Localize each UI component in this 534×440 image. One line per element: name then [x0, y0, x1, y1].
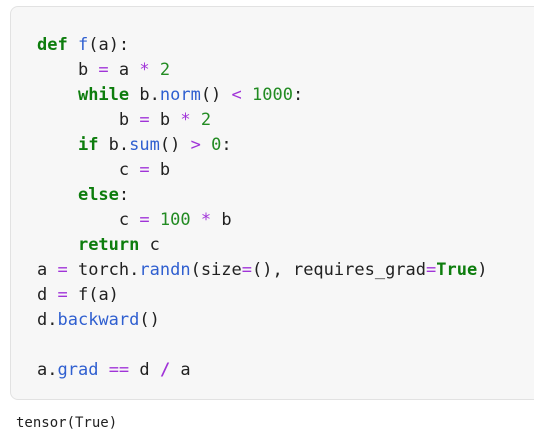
code-token: torch.	[67, 260, 140, 280]
code-token: ==	[108, 360, 130, 380]
code-token: (size	[190, 260, 242, 280]
code-token: f	[77, 35, 89, 55]
code-token: 0	[211, 135, 222, 155]
code-token: b.	[129, 85, 160, 105]
code-editor[interactable]: def f(a): b = a * 2 while b.norm() < 100…	[37, 33, 487, 383]
code-token: 2	[200, 110, 212, 130]
code-token: d.	[37, 310, 58, 330]
code-token: (), requires_grad	[252, 260, 427, 280]
code-token: ()	[159, 135, 191, 155]
code-token: sum	[129, 135, 160, 155]
code-line: a = torch.randn(size=(), requires_grad=T…	[37, 258, 487, 283]
code-line: c = b	[37, 158, 487, 183]
code-token: b	[149, 160, 171, 180]
code-token: :	[221, 135, 232, 155]
code-token: =	[98, 60, 109, 80]
code-token: b	[37, 60, 99, 80]
code-line: c = 100 * b	[37, 208, 487, 233]
code-token	[150, 60, 160, 80]
code-token: ()	[200, 85, 232, 105]
code-line: a.grad == d / a	[37, 358, 487, 383]
code-token: while	[77, 85, 130, 105]
code-token	[37, 235, 78, 255]
code-line: def f(a):	[37, 33, 487, 58]
code-token: /	[159, 360, 171, 380]
code-token: >	[190, 135, 201, 155]
code-line: b = b * 2	[37, 108, 487, 133]
code-token	[242, 85, 252, 105]
code-token: f(a)	[67, 285, 119, 305]
code-token: c	[37, 160, 140, 180]
code-token: ()	[139, 310, 160, 330]
code-token	[191, 210, 201, 230]
code-token	[37, 135, 78, 155]
code-token: norm	[159, 85, 201, 105]
code-token	[191, 110, 201, 130]
code-token: def	[37, 35, 68, 55]
code-token: return	[77, 235, 140, 255]
code-token: b	[211, 210, 232, 230]
code-token: =	[139, 160, 150, 180]
code-token: 1000	[252, 85, 293, 105]
code-cell[interactable]: def f(a): b = a * 2 while b.norm() < 100…	[10, 6, 534, 400]
code-token: randn	[139, 260, 191, 280]
code-line: else:	[37, 183, 487, 208]
code-token	[37, 85, 78, 105]
code-line: d.backward()	[37, 308, 487, 333]
code-token: =	[426, 260, 437, 280]
code-token: a.	[37, 360, 58, 380]
code-line	[37, 333, 487, 358]
code-token: :	[292, 85, 304, 105]
code-token: c	[139, 235, 160, 255]
code-token: b	[149, 110, 181, 130]
code-token: b	[37, 110, 140, 130]
code-token: a	[108, 60, 140, 80]
code-token: )	[477, 260, 488, 280]
code-token: <	[231, 85, 242, 105]
code-token	[37, 185, 78, 205]
code-line: b = a * 2	[37, 58, 487, 83]
code-token: 100	[159, 210, 191, 230]
code-token: backward	[57, 310, 140, 330]
code-token: *	[200, 210, 212, 230]
code-token: grad	[57, 360, 99, 380]
code-line: while b.norm() < 1000:	[37, 83, 487, 108]
code-token	[98, 360, 108, 380]
code-line: d = f(a)	[37, 283, 487, 308]
code-token: =	[139, 210, 150, 230]
code-token: (a):	[88, 35, 130, 55]
code-token: a	[170, 360, 191, 380]
code-token: a	[37, 260, 58, 280]
code-token: c	[37, 210, 140, 230]
code-token	[201, 135, 211, 155]
code-token: =	[57, 285, 68, 305]
code-token: if	[77, 135, 99, 155]
code-token: b.	[98, 135, 130, 155]
code-token: =	[57, 260, 68, 280]
code-token: =	[241, 260, 253, 280]
code-token	[68, 35, 78, 55]
cell-output: tensor(True)	[16, 415, 118, 431]
code-token: d	[129, 360, 160, 380]
code-token: else	[77, 185, 119, 205]
code-token: 2	[159, 60, 171, 80]
code-token: *	[139, 60, 150, 80]
code-token	[150, 210, 160, 230]
code-token: d	[37, 285, 58, 305]
code-token: *	[180, 110, 191, 130]
code-line: if b.sum() > 0:	[37, 133, 487, 158]
code-token: True	[436, 260, 478, 280]
code-token: =	[139, 110, 150, 130]
code-token: :	[118, 185, 130, 205]
code-line: return c	[37, 233, 487, 258]
